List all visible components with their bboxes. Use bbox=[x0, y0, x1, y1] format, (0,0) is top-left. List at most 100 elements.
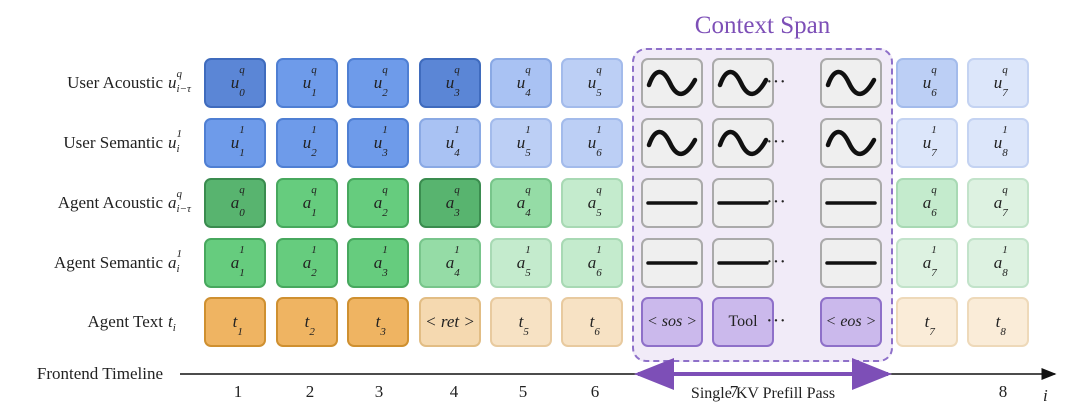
context-span-title: Context Span bbox=[694, 12, 831, 39]
token-sub: 3 bbox=[382, 267, 388, 279]
row-symbol-sub: i−τ bbox=[176, 203, 191, 215]
token-base: a bbox=[230, 193, 240, 212]
timeline-tick: 4 bbox=[449, 382, 459, 401]
tool-token: Tool bbox=[712, 297, 774, 347]
row-symbol-sub: i bbox=[176, 263, 180, 275]
context-token-label: < eos > bbox=[825, 313, 877, 330]
silence-cell bbox=[641, 178, 703, 228]
token-sub: 4 bbox=[454, 267, 460, 279]
timeline-tick: 3 bbox=[374, 382, 384, 401]
token-sup: q bbox=[454, 184, 460, 196]
token-base: a bbox=[587, 253, 597, 272]
ellipsis: ··· bbox=[766, 251, 786, 273]
token-base: u bbox=[587, 133, 597, 152]
token-sub: 2 bbox=[382, 87, 388, 99]
token-base: u bbox=[373, 133, 383, 152]
token-label: < ret > bbox=[425, 312, 475, 332]
kv-prefill-label: Single KV Prefill Pass bbox=[690, 385, 836, 402]
token-sub: 6 bbox=[931, 87, 937, 99]
silence-cell bbox=[820, 238, 882, 288]
token-sup: q bbox=[1002, 184, 1008, 196]
token-sub: 3 bbox=[380, 326, 386, 338]
row-label: User Acoustic bbox=[67, 73, 163, 92]
token-sup: q bbox=[525, 184, 531, 196]
ellipsis: ··· bbox=[766, 191, 786, 213]
row-label: Agent Semantic bbox=[53, 253, 163, 272]
token-sup: q bbox=[931, 64, 937, 76]
token-sub: 2 bbox=[311, 147, 317, 159]
token-base: u bbox=[922, 73, 932, 92]
waveform-icon bbox=[717, 69, 769, 97]
token-sub: 7 bbox=[931, 147, 937, 159]
token-sub: 8 bbox=[1000, 326, 1006, 338]
row-symbol-base: u bbox=[168, 73, 177, 92]
token-base: u bbox=[230, 133, 240, 152]
flat-line-icon bbox=[646, 201, 698, 205]
token-sup: 1 bbox=[382, 244, 388, 256]
silence-cell bbox=[641, 238, 703, 288]
token-sub: 6 bbox=[596, 267, 602, 279]
token-sup: 1 bbox=[525, 124, 531, 136]
token-sub: 6 bbox=[931, 207, 937, 219]
timeline-tick: 6 bbox=[590, 382, 600, 401]
silence-cell bbox=[820, 178, 882, 228]
token-sup: q bbox=[239, 64, 245, 76]
token-base: u bbox=[302, 133, 312, 152]
token-base: u bbox=[993, 73, 1003, 92]
token-sub: 2 bbox=[382, 207, 388, 219]
token-sub: 4 bbox=[454, 147, 460, 159]
waveform-cell bbox=[712, 118, 774, 168]
token-base: t bbox=[232, 312, 238, 331]
token-sub: 7 bbox=[1002, 207, 1008, 219]
token-base: u bbox=[922, 133, 932, 152]
row-symbol-sub: i−τ bbox=[176, 83, 191, 95]
row-symbol-sup: 1 bbox=[176, 128, 183, 140]
token-sub: 7 bbox=[1002, 87, 1008, 99]
token-base: t bbox=[589, 312, 595, 331]
token-sub: 3 bbox=[454, 207, 460, 219]
token-base: u bbox=[445, 133, 455, 152]
token-base: a bbox=[516, 253, 526, 272]
token-sup: 1 bbox=[596, 124, 602, 136]
token-sup: q bbox=[382, 64, 388, 76]
token-sub: 6 bbox=[596, 147, 602, 159]
token-sup: q bbox=[311, 184, 317, 196]
flat-line-icon bbox=[717, 261, 769, 265]
token-sub: 2 bbox=[309, 326, 315, 338]
row-symbol-sub: i bbox=[172, 322, 176, 334]
token-sup: q bbox=[311, 64, 317, 76]
waveform-icon bbox=[646, 129, 698, 157]
token-base: a bbox=[922, 253, 932, 272]
